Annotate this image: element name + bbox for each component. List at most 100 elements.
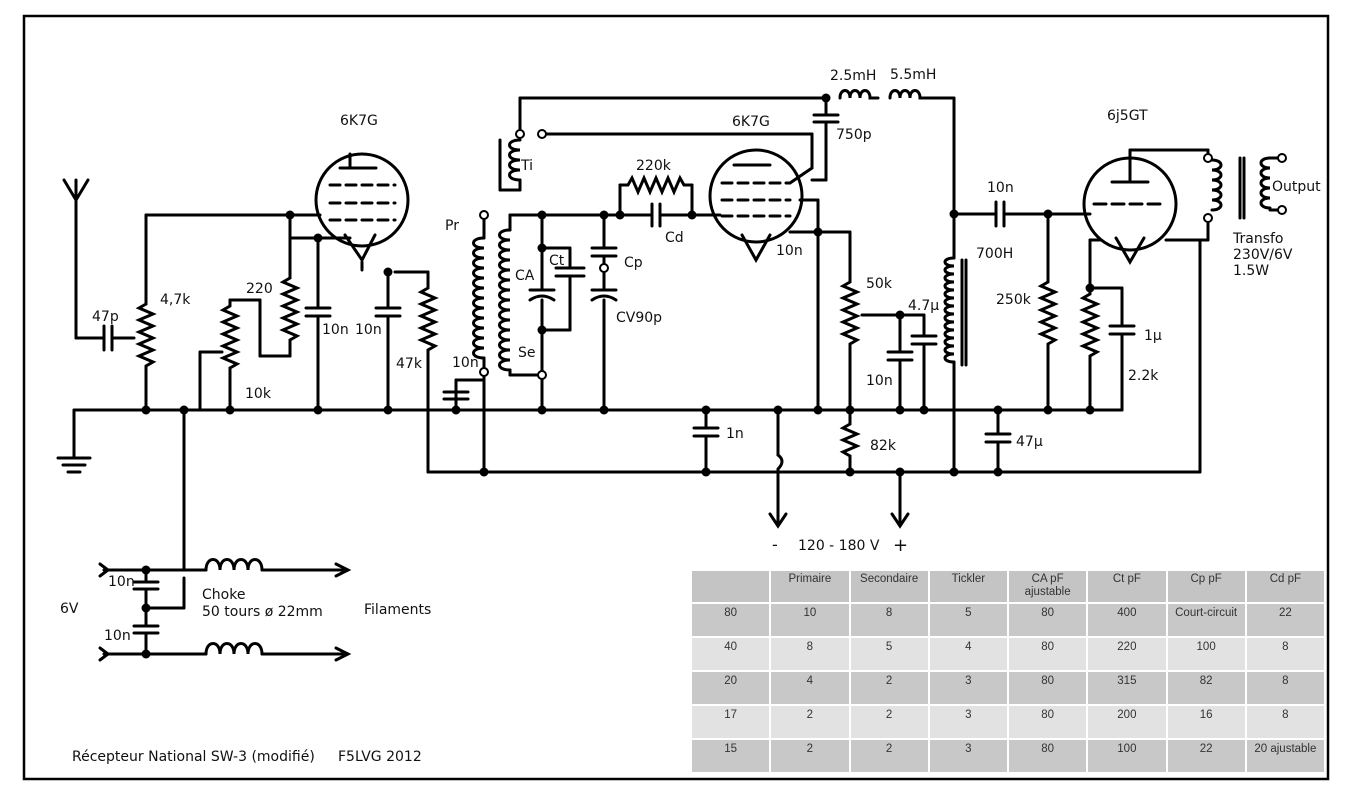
table-cell: 80: [692, 604, 770, 636]
table-cell: 2: [850, 706, 928, 738]
label-output: Output: [1272, 179, 1321, 195]
table-cell: 15: [692, 740, 770, 772]
table-row: 80 10 8 5 80 400 Court-circuit 22: [692, 604, 1324, 636]
table-cell: 5: [850, 638, 928, 670]
table-cell: 100: [1167, 638, 1245, 670]
table-cell: 20: [692, 672, 770, 704]
transformer-secondary: [1259, 156, 1272, 210]
diagram-title: Récepteur National SW-3 (modifié): [72, 749, 315, 765]
table-cell: 20 ajustable: [1246, 740, 1324, 772]
label-transfo: Transfo: [1232, 231, 1284, 247]
table-cell: 3: [929, 740, 1007, 772]
table-cell: 4: [771, 672, 849, 704]
header-cell: Cd pF: [1246, 571, 1324, 602]
table-cell: 80: [1009, 638, 1087, 670]
label-ct: Ct: [549, 253, 565, 269]
label-c-10n-e: 10n: [866, 373, 893, 389]
label-c-10n-a: 10n: [322, 322, 349, 338]
table-cell: 315: [1088, 672, 1166, 704]
table-cell: 22: [1246, 604, 1324, 636]
table-row: 17 2 2 3 80 200 16 8: [692, 706, 1324, 738]
label-pr: Pr: [445, 218, 459, 234]
transformer-primary: [1210, 158, 1223, 212]
table-cell: 3: [929, 672, 1007, 704]
label-6v: 6V: [60, 601, 79, 617]
table-cell: 2: [850, 740, 928, 772]
table-cell: 80: [1009, 706, 1087, 738]
table-cell: 10: [771, 604, 849, 636]
label-plus: +: [893, 535, 908, 556]
table-cell: 40: [692, 638, 770, 670]
label-r-47k: 47k: [396, 356, 423, 372]
tube-6k7g-1: [314, 152, 410, 272]
table-row: 40 8 5 4 80 220 100 8: [692, 638, 1324, 670]
coil-pr: [472, 213, 486, 374]
hv-minus-lead: [776, 408, 784, 524]
resistor-4k7: [137, 296, 155, 374]
label-r-2k2: 2.2k: [1128, 368, 1159, 384]
choke-700h: [943, 256, 956, 364]
label-cd: Cd: [665, 230, 684, 246]
resistor-10k: [221, 298, 239, 376]
label-ca: CA: [515, 268, 535, 284]
header-cell: Cp pF: [1167, 571, 1245, 602]
table-cell: 82: [1167, 672, 1245, 704]
header-cell: [692, 571, 770, 602]
coil-table: Primaire Secondaire Tickler CA pF ajusta…: [690, 569, 1326, 774]
table-cell: 16: [1167, 706, 1245, 738]
label-c-10n-f: 10n: [987, 180, 1014, 196]
table-cell: 5: [929, 604, 1007, 636]
resistor-220: [281, 270, 299, 348]
header-cell: Tickler: [929, 571, 1007, 602]
label-r-4k7: 4,7k: [160, 292, 191, 308]
resistor-2k2: [1081, 286, 1099, 364]
label-tube3: 6j5GT: [1107, 108, 1148, 124]
header-cell: Ct pF: [1088, 571, 1166, 602]
label-c-47u: 47µ: [1016, 434, 1043, 450]
tube-6k7g-2: [708, 148, 804, 264]
table-cell: 80: [1009, 740, 1087, 772]
label-transfo-power: 1.5W: [1233, 263, 1269, 279]
header-cell: CA pF ajustable: [1009, 571, 1087, 602]
table-cell: 200: [1088, 706, 1166, 738]
page-border: [22, 14, 1330, 781]
label-c-10n-h: 10n: [104, 628, 131, 644]
label-c-10n-b: 10n: [355, 322, 382, 338]
label-10n-d: 10n: [776, 243, 803, 259]
table-cell: 4: [929, 638, 1007, 670]
choke-2-5mh: [838, 89, 880, 100]
table-row: 20 4 2 3 80 315 82 8: [692, 672, 1324, 704]
label-minus: -: [772, 535, 778, 554]
table-cell: 22: [1167, 740, 1245, 772]
label-choke-turns: 50 tours ø 22mm: [202, 604, 323, 620]
label-se: Se: [518, 345, 536, 361]
coil-table-header: Primaire Secondaire Tickler CA pF ajusta…: [692, 571, 1324, 602]
choke-5-5mh: [888, 89, 932, 100]
resistor-220k: [618, 174, 694, 196]
label-r-250k: 250k: [996, 292, 1032, 308]
table-cell: 400: [1088, 604, 1166, 636]
table-cell: 220: [1088, 638, 1166, 670]
resistor-250k: [1039, 274, 1057, 352]
tube-6j5gt: [1082, 148, 1178, 265]
table-cell: 8: [850, 604, 928, 636]
header-cell: Secondaire: [850, 571, 928, 602]
table-cell: 8: [1246, 638, 1324, 670]
label-c-10n-c: 10n: [452, 355, 479, 371]
header-cell: Primaire: [771, 571, 849, 602]
label-r-220k: 220k: [636, 158, 672, 174]
choke-filament-2: [204, 642, 264, 656]
table-cell: 8: [1246, 706, 1324, 738]
table-cell: 2: [850, 672, 928, 704]
table-cell: 80: [1009, 672, 1087, 704]
label-r-10k: 10k: [245, 386, 272, 402]
label-c-750p: 750p: [836, 127, 872, 143]
coil-ti: [498, 96, 522, 192]
label-cv90: CV90p: [616, 310, 662, 326]
table-cell: 8: [1246, 672, 1324, 704]
choke-filament-1: [204, 558, 264, 572]
coil-se: [498, 213, 544, 377]
label-l-700h: 700H: [976, 246, 1013, 262]
label-c-47p: 47p: [92, 309, 119, 325]
